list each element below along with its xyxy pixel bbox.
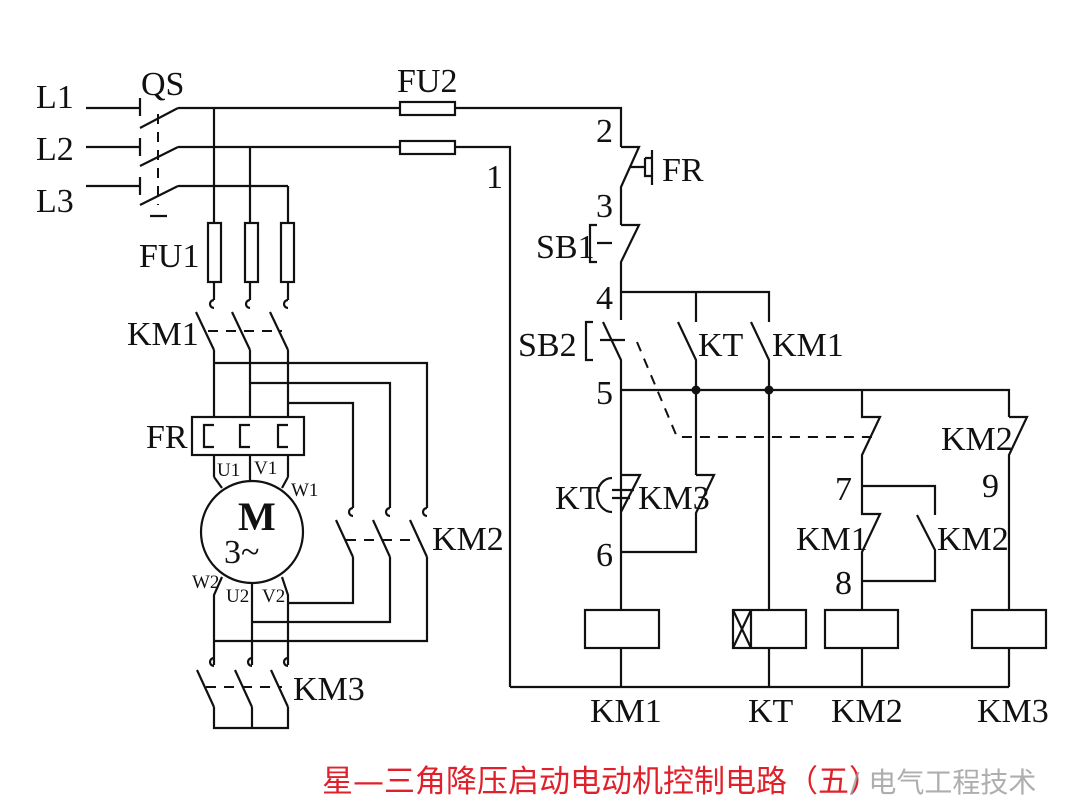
terminal-v2: V2	[262, 586, 285, 607]
fr-thermal-relay	[190, 415, 306, 457]
label-km3-main: KM3	[293, 671, 365, 708]
label-fr-contact: FR	[662, 152, 704, 189]
coil-label-km1: KM1	[590, 693, 662, 730]
labels: L1 L2 L3 QS FU2 1 FU1 KM1 FR U1 V1 W1 M …	[36, 63, 1049, 800]
node-6: 6	[596, 537, 613, 574]
label-km1-main: KM1	[127, 316, 199, 353]
node-1: 1	[486, 159, 503, 196]
coil-km3	[970, 608, 1048, 650]
terminal-w1: W1	[291, 480, 318, 501]
junction-dot	[691, 385, 701, 395]
label-km3-nc: KM3	[638, 480, 710, 517]
label-l2: L2	[36, 131, 74, 168]
node-5: 5	[596, 375, 613, 412]
coil-km2	[823, 608, 900, 650]
coil-label-kt: KT	[748, 693, 794, 730]
label-km1-hold: KM1	[772, 327, 844, 364]
control-circuit	[510, 145, 1048, 689]
node-2: 2	[596, 113, 613, 150]
node-4: 4	[596, 280, 613, 317]
label-km2-no: KM2	[937, 521, 1009, 558]
node-9: 9	[982, 468, 999, 505]
junction-dot	[764, 385, 774, 395]
node-3: 3	[596, 188, 613, 225]
label-qs: QS	[141, 66, 184, 103]
watermark: / 电气工程技术	[850, 766, 1036, 799]
fu2-fuse-1	[398, 100, 457, 117]
node-7: 7	[835, 471, 852, 508]
node-8: 8	[835, 565, 852, 602]
motor-symbol: M	[238, 494, 276, 539]
terminal-v1: V1	[254, 458, 277, 479]
label-km1-nc: KM1	[796, 521, 868, 558]
coil-label-km2: KM2	[831, 693, 903, 730]
label-sb1: SB1	[536, 229, 595, 266]
terminal-u1: U1	[217, 460, 240, 481]
label-kt-delay: KT	[555, 480, 601, 517]
label-sb2: SB2	[518, 327, 577, 364]
label-fr: FR	[146, 419, 188, 456]
fu1-fuse-1	[206, 221, 223, 284]
label-kt-contact: KT	[698, 327, 744, 364]
label-l3: L3	[36, 183, 74, 220]
fu1-fuse-3	[279, 221, 296, 284]
label-km2-nc: KM2	[941, 421, 1013, 458]
diagram-title: 星—三角降压启动电动机控制电路（五）	[322, 764, 880, 800]
label-fu1: FU1	[139, 238, 199, 275]
power-circuit	[86, 98, 623, 730]
label-l1: L1	[36, 79, 74, 116]
terminal-w2: W2	[192, 572, 219, 593]
fu2-fuse-2	[398, 139, 457, 156]
fu1-fuse-2	[243, 221, 260, 284]
terminal-u2: U2	[226, 586, 249, 607]
coil-kt	[731, 608, 808, 650]
coil-km1	[583, 608, 661, 650]
motor-phase: 3~	[224, 534, 259, 571]
label-km2-main: KM2	[432, 521, 504, 558]
label-fu2: FU2	[397, 63, 457, 100]
coil-label-km3: KM3	[977, 693, 1049, 730]
